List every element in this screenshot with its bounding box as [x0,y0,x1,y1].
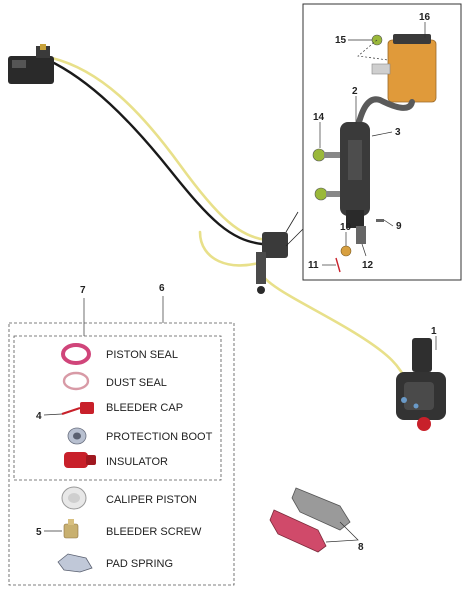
callout-11: 11 [308,260,319,271]
hose-bracket [256,211,305,294]
callout-2: 2 [352,86,358,97]
brake-pads [269,487,359,553]
label-insulator: INSULATOR [106,456,168,468]
callout-16: 16 [419,12,431,23]
callout-8: 8 [358,542,364,553]
insulator-icon [64,452,96,468]
leader-8 [325,521,359,543]
pin [376,219,384,222]
callout-5: 5 [36,527,42,538]
nut [340,245,352,257]
callout-3: 3 [395,127,401,138]
callout-1: 1 [431,326,437,337]
callout-7: 7 [80,285,86,296]
protection-boot-icon [67,427,87,445]
brake-pad-back [291,487,351,531]
green-bolt-lower [314,187,340,201]
dust-seal-icon [62,371,90,391]
kit-box-inner [13,335,222,481]
green-bolt-upper [312,148,340,162]
yellow-hose-lower [257,260,412,390]
callout-15: 15 [335,35,347,46]
master-cylinder-inset: 15 16 2 3 14 9 10 11 12 [302,3,462,281]
reservoir-hose [355,96,415,129]
master-cylinder-body [340,122,370,244]
bleeder-screw-icon [63,519,79,539]
bleeder-cap-icon [61,402,94,415]
cotter-pin [335,257,341,273]
reservoir [371,34,437,103]
callout-4: 4 [36,411,42,422]
connector-block [8,44,54,84]
callout-12: 12 [362,260,374,271]
label-dust-seal: DUST SEAL [106,377,167,389]
kit-box-outer [8,322,235,586]
callout-10: 10 [340,222,352,233]
callout-14: 14 [313,112,325,123]
brake-caliper [396,336,446,431]
label-piston-seal: PISTON SEAL [106,349,178,361]
callout-9: 9 [396,221,402,232]
leader-4 [43,413,63,416]
label-protection-boot: PROTECTION BOOT [106,431,213,443]
yellow-hose-upper [50,56,268,242]
brake-pad-front [269,509,327,553]
inset-leaders [319,22,426,266]
label-pad-spring: PAD SPRING [106,558,173,570]
label-bleeder-cap: BLEEDER CAP [106,402,183,414]
caliper-piston-icon [61,486,87,510]
pad-spring-icon [57,553,93,573]
black-hose [46,58,264,246]
dashed-line [357,39,389,61]
label-bleeder-screw: BLEEDER SCREW [106,526,202,538]
callout-6: 6 [159,283,165,294]
piston-seal-icon [61,343,91,365]
label-caliper-piston: CALIPER PISTON [106,494,197,506]
yellow-hose-loop [198,230,264,267]
